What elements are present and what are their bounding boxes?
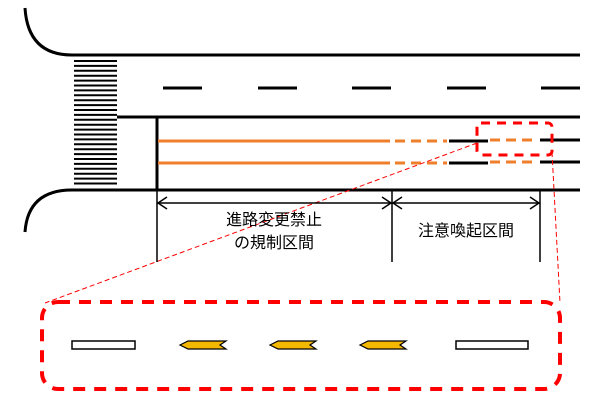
white-lane-bar bbox=[71, 340, 136, 350]
bottom-left-curb bbox=[23, 188, 73, 233]
lane-lines-right bbox=[449, 138, 580, 165]
restricted-zone-label-1: 進路変更禁止 bbox=[226, 210, 322, 229]
detail-box bbox=[40, 300, 562, 391]
dimension-lines bbox=[156, 190, 541, 262]
chevron-marking bbox=[178, 340, 228, 350]
chevron-markings bbox=[178, 340, 408, 350]
zoom-guide-left bbox=[44, 142, 478, 304]
crosswalk bbox=[74, 60, 117, 185]
chevron-marking bbox=[268, 340, 318, 350]
zoom-guide-right bbox=[551, 151, 561, 304]
restriction-lines bbox=[158, 138, 538, 165]
highlight-box bbox=[475, 121, 554, 157]
top-left-curb bbox=[23, 7, 73, 57]
caution-zone-label: 注意喚起区間 bbox=[418, 221, 514, 240]
chevron-marking bbox=[358, 340, 408, 350]
restricted-zone-label-2: の規制区間 bbox=[234, 233, 314, 252]
white-lane-bar bbox=[455, 340, 529, 350]
